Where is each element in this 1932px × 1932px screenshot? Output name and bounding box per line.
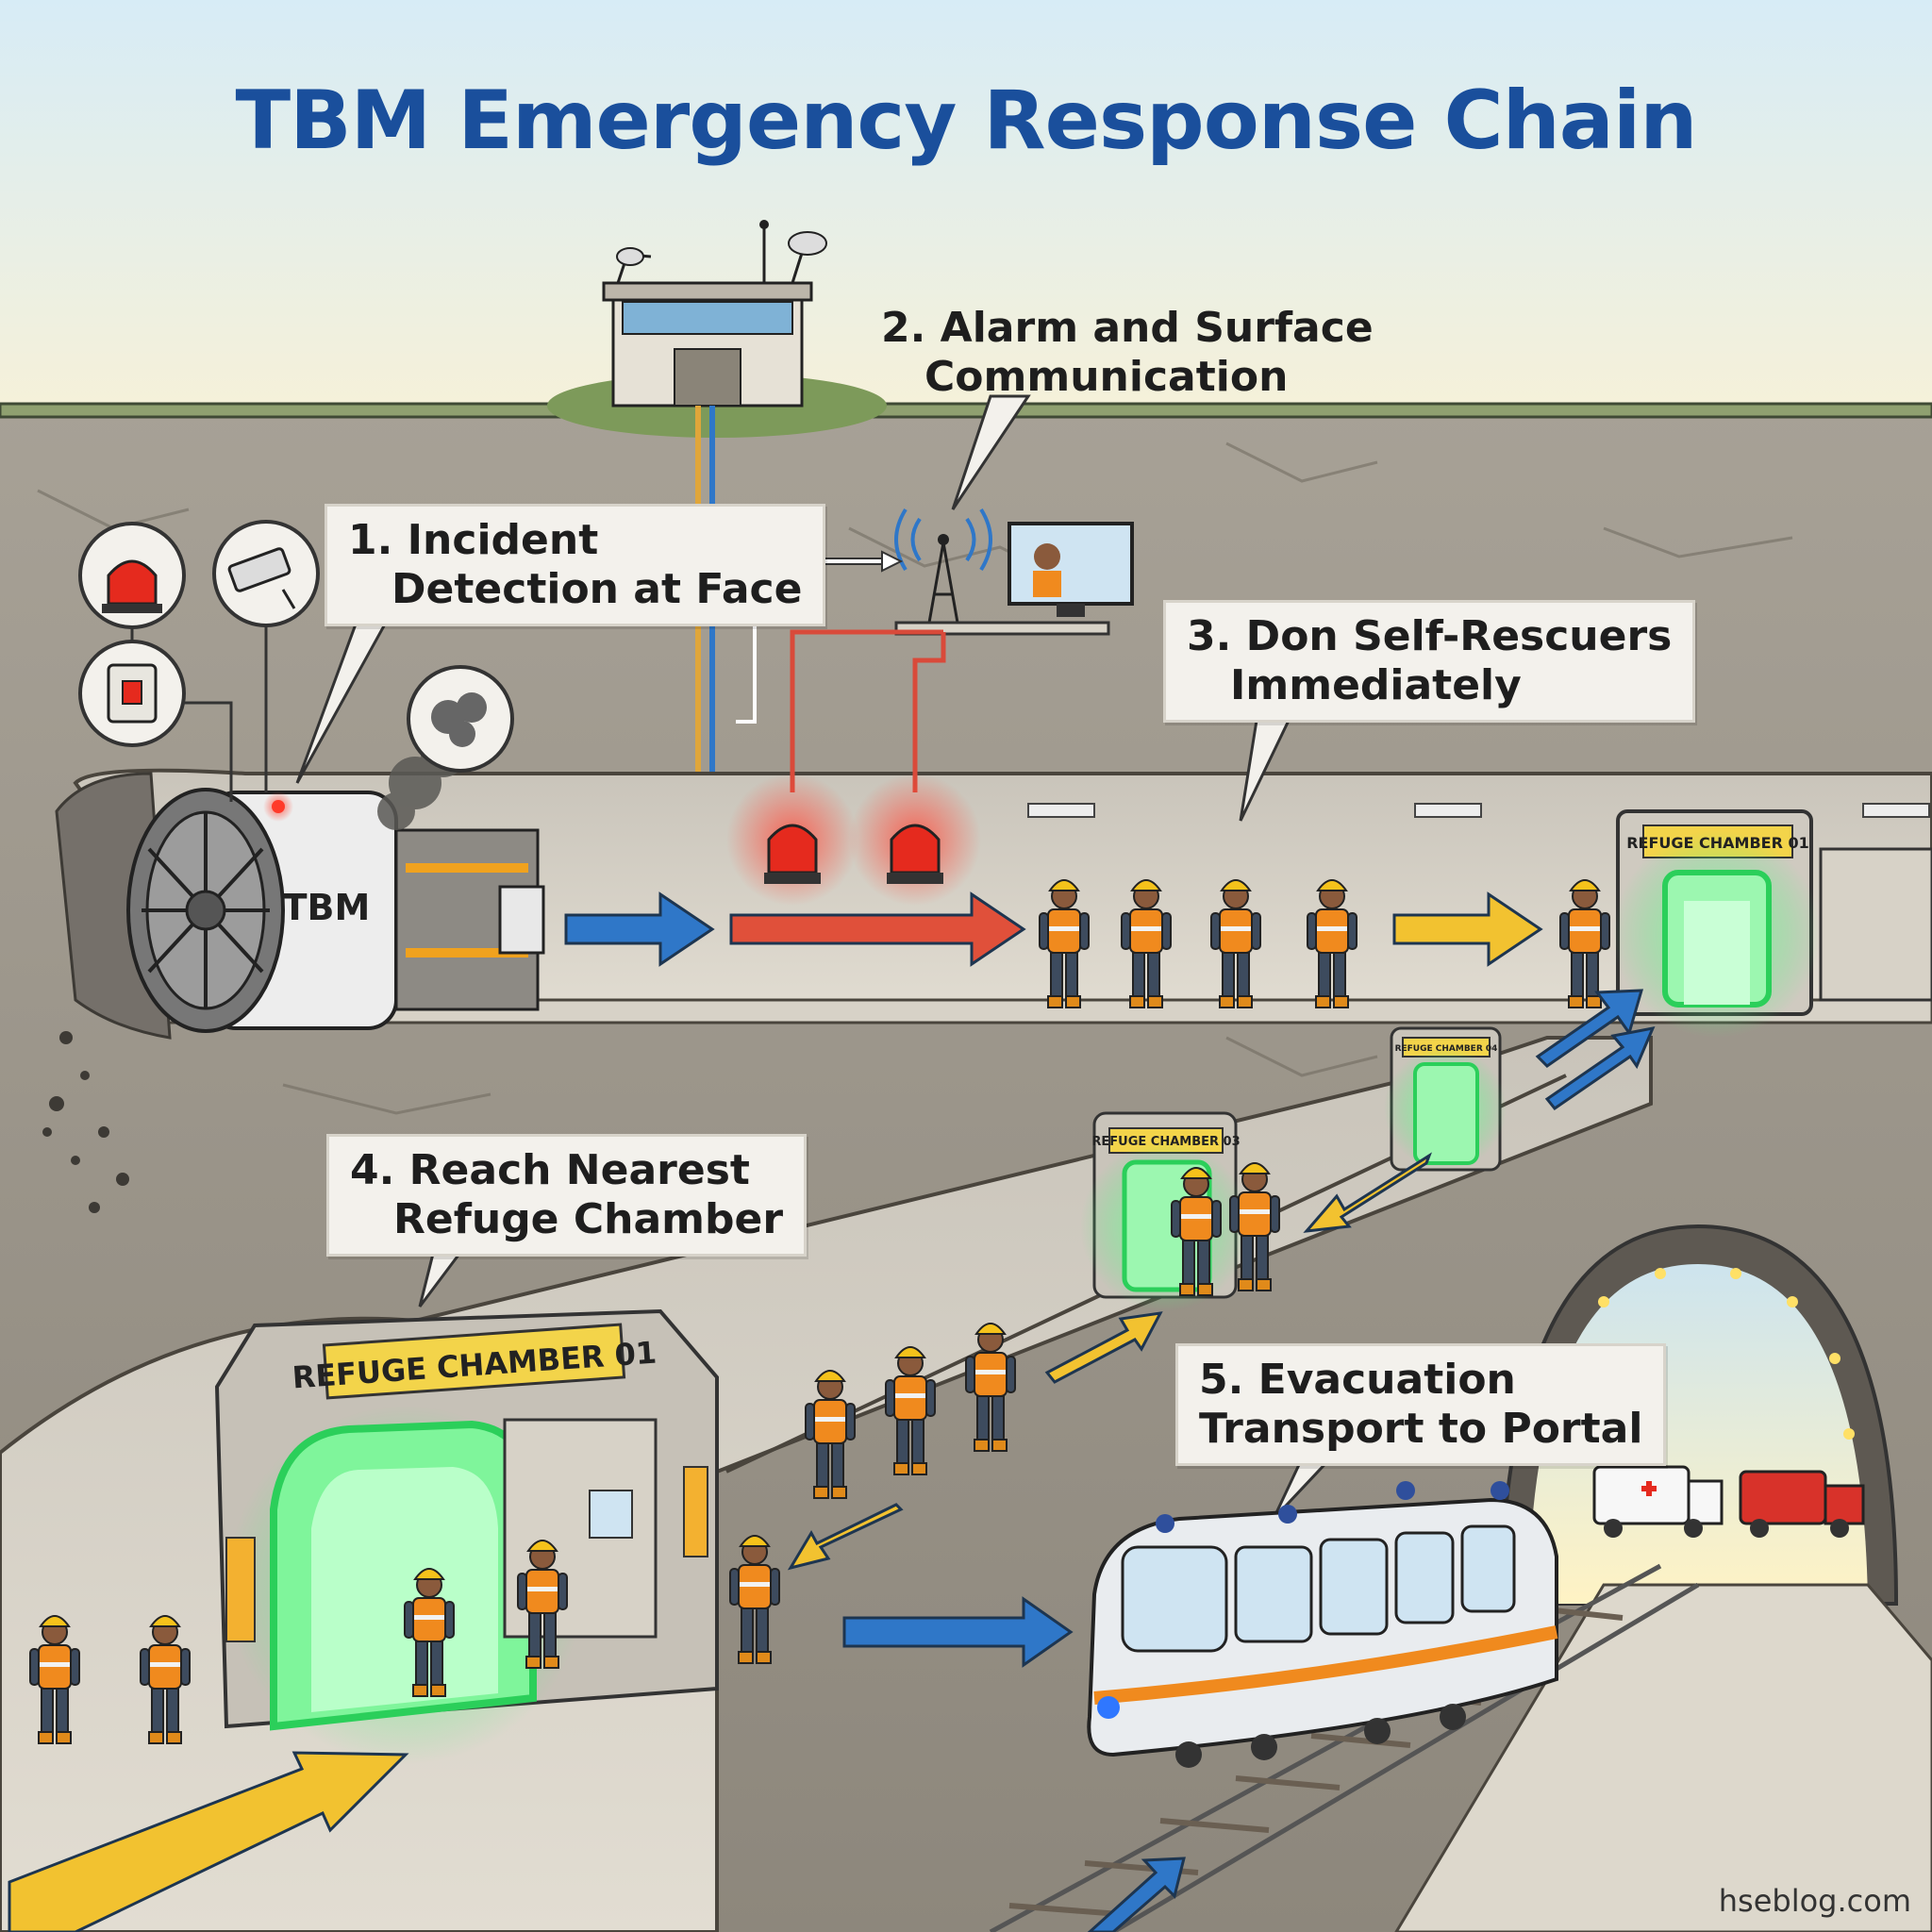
- refuge-chamber-upper: [1613, 809, 1821, 1038]
- refuge-upper-label: REFUGE CHAMBER 01: [1626, 834, 1809, 852]
- step-4-number: 4.: [350, 1146, 395, 1194]
- step-3-line1: Don Self-Rescuers: [1245, 612, 1673, 660]
- alarm-beacon-1: [726, 774, 858, 906]
- upper-tunnel: [73, 768, 1932, 1021]
- sky: [0, 0, 1932, 415]
- step-1-line1: Incident: [407, 516, 599, 564]
- refuge-04-label: REFUGE CHAMBER 04: [1395, 1044, 1498, 1054]
- tbm-machine: [126, 788, 545, 1033]
- step-5-line1: Evacuation: [1257, 1356, 1516, 1404]
- step-1-callout: 1. Incident Detection at Face: [325, 504, 826, 626]
- credit-text: hseblog.com: [1718, 1883, 1911, 1919]
- step-4-line1: Reach Nearest: [408, 1146, 750, 1194]
- arrows-lower: [8, 1026, 1656, 1932]
- tbm-label: TBM: [283, 887, 371, 928]
- step-4-callout: 4. Reach Nearest Refuge Chamber: [326, 1134, 808, 1257]
- step-2-line2: Communication: [924, 353, 1289, 401]
- arrow-red-upper: [729, 891, 1026, 967]
- manual-call-point-icon: [78, 640, 186, 747]
- page-title: TBM Emergency Response Chain: [235, 74, 1697, 168]
- alarm-beacon-2: [849, 774, 981, 906]
- refuge-chamber-main: [214, 1308, 719, 1764]
- step-5-callout: 5. Evacuation Transport to Portal: [1175, 1343, 1667, 1466]
- step-3-number: 3.: [1187, 612, 1232, 660]
- step-1-number: 1.: [348, 516, 393, 564]
- smoke-icon: [407, 665, 514, 773]
- step-4-line2: Refuge Chamber: [393, 1195, 784, 1243]
- step-2-line1: Alarm and Surface: [940, 304, 1374, 352]
- step-1-line2: Detection at Face: [391, 565, 803, 613]
- beacon-icon: [78, 522, 186, 629]
- ambulance-icon: [1592, 1465, 1724, 1538]
- monitor-icon: [1008, 522, 1134, 617]
- step-5-number: 5.: [1199, 1356, 1244, 1404]
- step-2-number: 2.: [881, 304, 926, 352]
- evacuation-train: [1087, 1481, 1558, 1768]
- refuge-chamber-04: [1384, 1026, 1507, 1172]
- cctv-camera-icon: [212, 520, 320, 627]
- refuge-03-label: REFUGE CHAMBER 03: [1091, 1135, 1240, 1149]
- control-building-icon: [547, 220, 887, 438]
- arrow-blue-upper: [564, 891, 715, 967]
- step-3-callout: 3. Don Self-Rescuers Immediately: [1163, 600, 1696, 723]
- step-3-line2: Immediately: [1230, 661, 1522, 709]
- arrow-yellow-upper: [1392, 891, 1543, 967]
- step-5-line2: Transport to Portal: [1199, 1405, 1643, 1453]
- fire-truck-icon: [1739, 1470, 1865, 1538]
- step-2-callout: 2. Alarm and Surface Communication: [860, 294, 1394, 411]
